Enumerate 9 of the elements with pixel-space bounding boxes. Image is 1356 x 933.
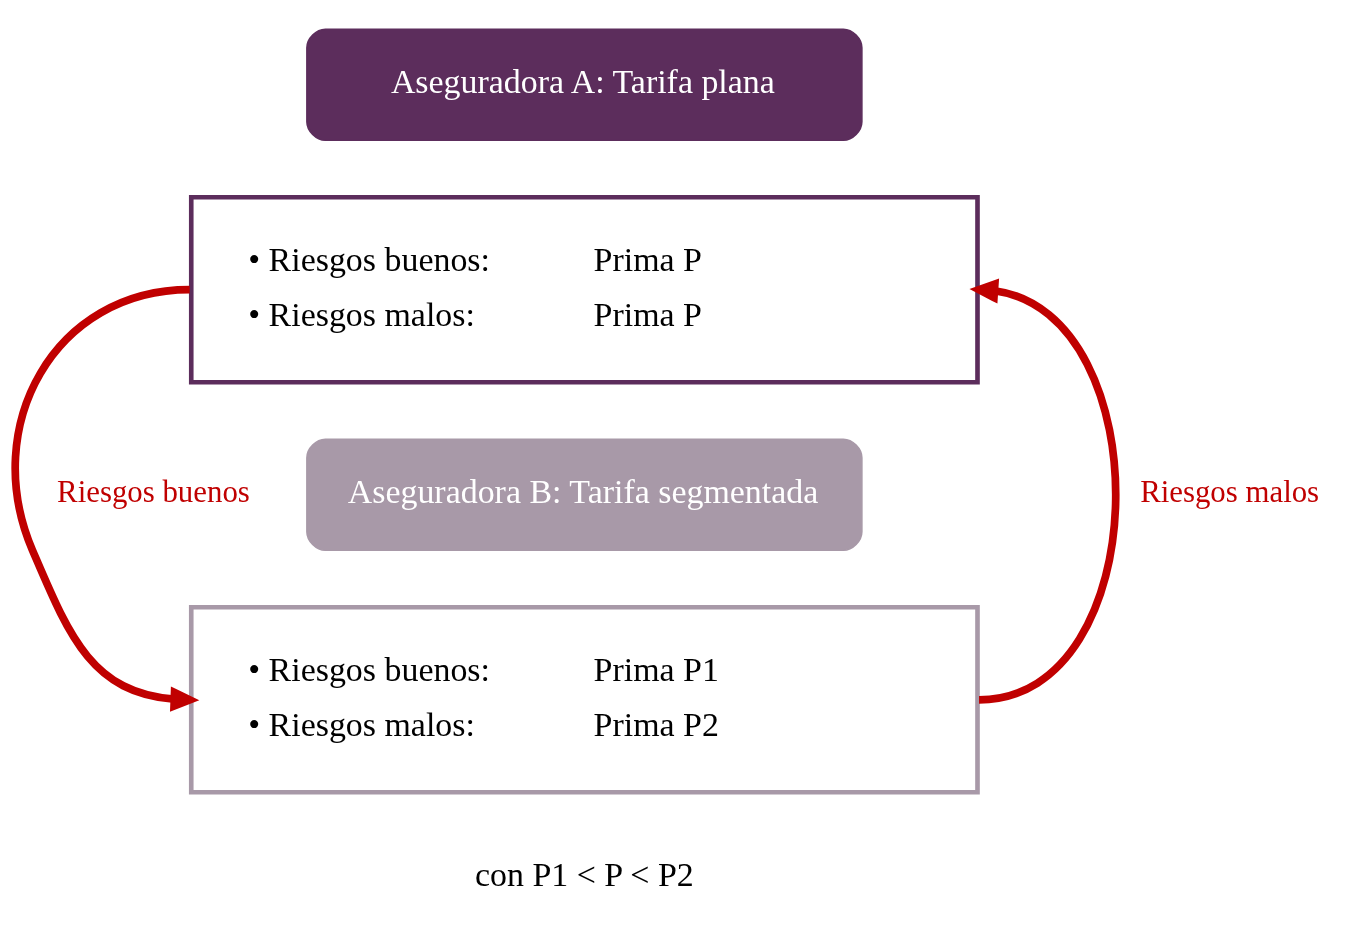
arrow: [969, 277, 1120, 704]
node-box: • Riesgos buenos: Prima P1 • Riesgos malos: Prima P2: [188, 604, 980, 795]
node-box: Aseguradora B: Tarifa segmentada: [306, 438, 863, 551]
edge-label: Riesgos malos: [1140, 474, 1320, 509]
arrow: [11, 285, 200, 712]
node-box: • Riesgos buenos: Prima P • Riesgos malos: Prima P: [188, 194, 980, 385]
edge-label: Riesgos buenos: [57, 474, 250, 509]
node-box: Aseguradora A: Tarifa plana: [306, 27, 863, 141]
label: con P1 < P < P2: [474, 855, 694, 893]
